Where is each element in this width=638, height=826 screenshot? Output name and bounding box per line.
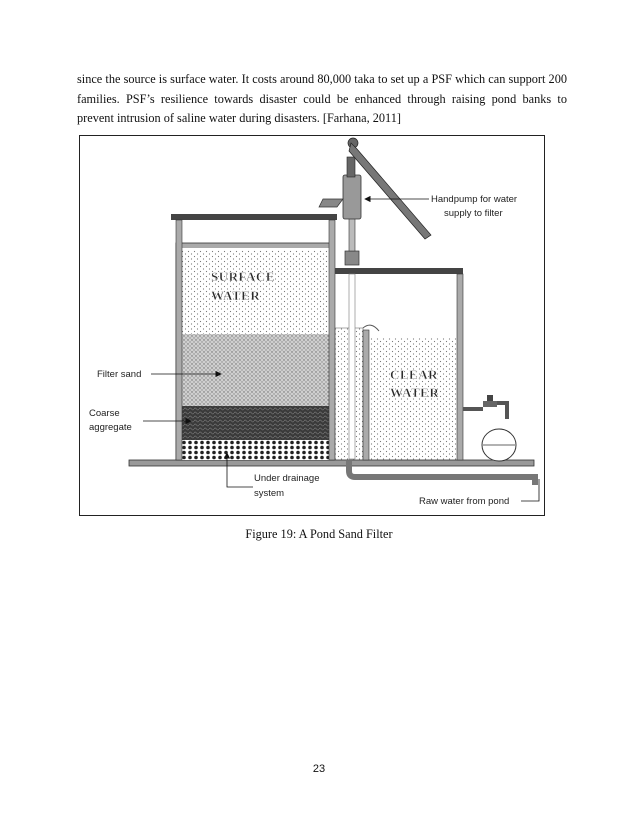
ground-slab bbox=[128, 459, 535, 467]
filter-sand-label: Filter sand bbox=[97, 369, 141, 380]
pump-spout bbox=[318, 198, 344, 208]
raw-water-arrow bbox=[521, 479, 540, 502]
filter-tank bbox=[171, 214, 337, 461]
under-drainage-arrow bbox=[223, 452, 253, 488]
clear-water-label-1: CLEAR bbox=[390, 367, 438, 382]
filter-sand-layer bbox=[181, 334, 329, 407]
surface-water-label-1: SURFACE bbox=[211, 269, 275, 284]
handpump bbox=[318, 137, 432, 460]
filter-tank-lid bbox=[171, 214, 337, 220]
pond-sand-filter-diagram: SURFACE WATER CLEAR WATER Handpump for w… bbox=[79, 135, 545, 516]
inlet-pipe bbox=[346, 395, 538, 485]
under-drainage-label-2: system bbox=[254, 488, 284, 499]
under-drainage-layer bbox=[181, 440, 329, 460]
handpump-label-1: Handpump for water bbox=[431, 194, 517, 205]
figure-caption: Figure 19: A Pond Sand Filter bbox=[245, 527, 393, 541]
pump-handle bbox=[348, 142, 432, 240]
under-drainage-label-1: Under drainage bbox=[254, 473, 320, 484]
raw-water-label: Raw water from pond bbox=[419, 496, 509, 507]
coarse-aggregate-label-1: Coarse bbox=[89, 408, 120, 419]
surface-water-label-2: WATER bbox=[211, 288, 260, 303]
coarse-aggregate-label-2: aggregate bbox=[89, 422, 132, 433]
coarse-aggregate-layer bbox=[181, 406, 329, 441]
body-paragraph: since the source is surface water. It co… bbox=[77, 72, 567, 125]
surface-water-layer bbox=[181, 250, 329, 336]
pond-sand-filter-figure: SURFACE WATER CLEAR WATER Handpump for w… bbox=[79, 135, 545, 516]
clear-water-layer bbox=[369, 338, 457, 460]
page-number: 23 bbox=[312, 763, 326, 775]
handpump-label-2: supply to filter bbox=[444, 208, 503, 219]
faucet-icon bbox=[497, 401, 509, 419]
clear-water-label-2: WATER bbox=[390, 385, 439, 400]
